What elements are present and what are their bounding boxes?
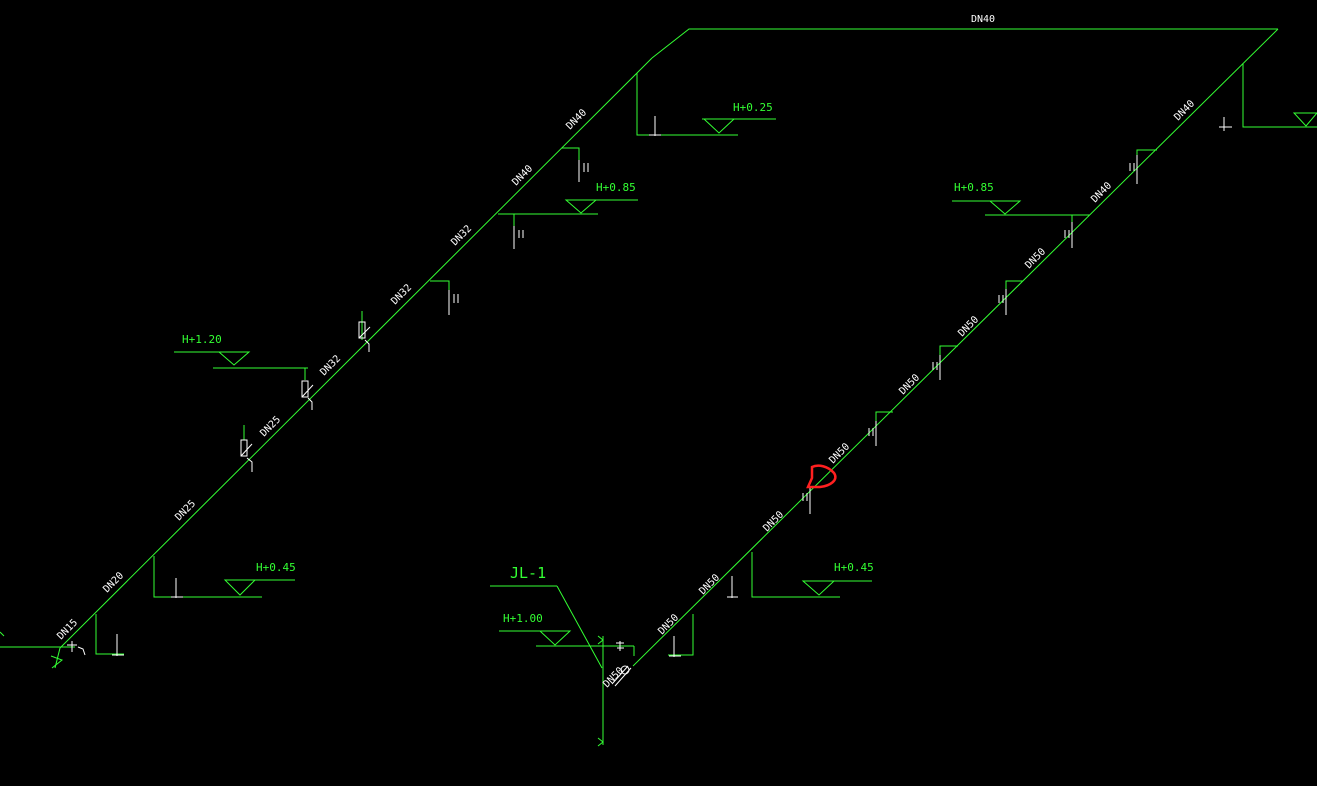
- elevation-marker-left-mid: H+1.20: [174, 333, 251, 366]
- branch-top-left: [636, 73, 738, 136]
- elevation-marker-right-upper: H+0.85: [952, 181, 1022, 215]
- size-label-left-5: DN32: [318, 353, 343, 378]
- riser-jl1: [490, 585, 635, 747]
- red-markup-annotation: [806, 464, 837, 489]
- elevation-label-right-upper: H+0.85: [954, 181, 994, 194]
- elevation-label-left-lower: H+0.45: [256, 561, 296, 574]
- size-label-right-3: DN50: [1023, 246, 1048, 271]
- size-label-left-8: DN20: [101, 570, 126, 595]
- elevation-marker-riser: H+1.00: [499, 612, 572, 646]
- size-label-left-3: DN32: [449, 223, 474, 248]
- right-diagonal-pipe: [632, 28, 1279, 667]
- branch-dn20-lower: [95, 614, 124, 655]
- size-label-left-7: DN25: [173, 498, 198, 523]
- top-pipe: [651, 28, 1278, 59]
- riser-label: JL-1: [510, 564, 546, 582]
- size-label-right-9: DN50: [656, 612, 681, 637]
- elevation-label-left-mid: H+1.20: [182, 333, 222, 346]
- left-branches: [67, 73, 738, 656]
- size-label-left-4: DN32: [389, 282, 414, 307]
- main-pipe-network: [0, 28, 1279, 669]
- size-label-right-1: DN40: [1172, 98, 1197, 123]
- right-branches: [668, 64, 1317, 657]
- size-label-top: DN40: [971, 14, 995, 25]
- size-label-left-6: DN25: [258, 414, 283, 439]
- riser-leader-diag: [556, 585, 603, 669]
- branch-h045-right: [751, 552, 840, 598]
- size-label-left-2: DN40: [510, 163, 535, 188]
- left-diagonal-pipe: [59, 57, 653, 649]
- elevation-marker-right-lower: H+0.45: [801, 561, 874, 596]
- size-label-right-4: DN50: [956, 314, 981, 339]
- elevation-marker-left-lower: H+0.45: [223, 561, 296, 596]
- size-label-right-8: DN50: [697, 572, 722, 597]
- size-label-left-1: DN40: [564, 107, 589, 132]
- elevation-marker-top-right: [1292, 112, 1317, 127]
- elevation-label-left-upper: H+0.85: [596, 181, 636, 194]
- left-end-arrow: [50, 655, 64, 669]
- elevation-label-top-left: H+0.25: [733, 101, 773, 114]
- branch-dn32-upper: [430, 280, 450, 296]
- left-edge-tick: [0, 631, 5, 637]
- branch-h045-left: [153, 556, 262, 598]
- elevation-label-riser: H+1.00: [503, 612, 543, 625]
- branch-dn40-upper: [562, 147, 580, 166]
- size-label-right-7: DN50: [761, 509, 786, 534]
- branch-top-right: [1242, 64, 1317, 128]
- elevation-label-right-lower: H+0.45: [834, 561, 874, 574]
- size-label-right-2: DN40: [1089, 180, 1114, 205]
- elevation-markers: H+0.25 H+0.85 H+0.85 H+1.20 H+0.45: [174, 101, 1317, 646]
- elevation-marker-top-left: H+0.25: [702, 101, 776, 134]
- elevation-marker-left-upper: H+0.85: [564, 181, 638, 214]
- size-label-left-9: DN15: [55, 617, 80, 642]
